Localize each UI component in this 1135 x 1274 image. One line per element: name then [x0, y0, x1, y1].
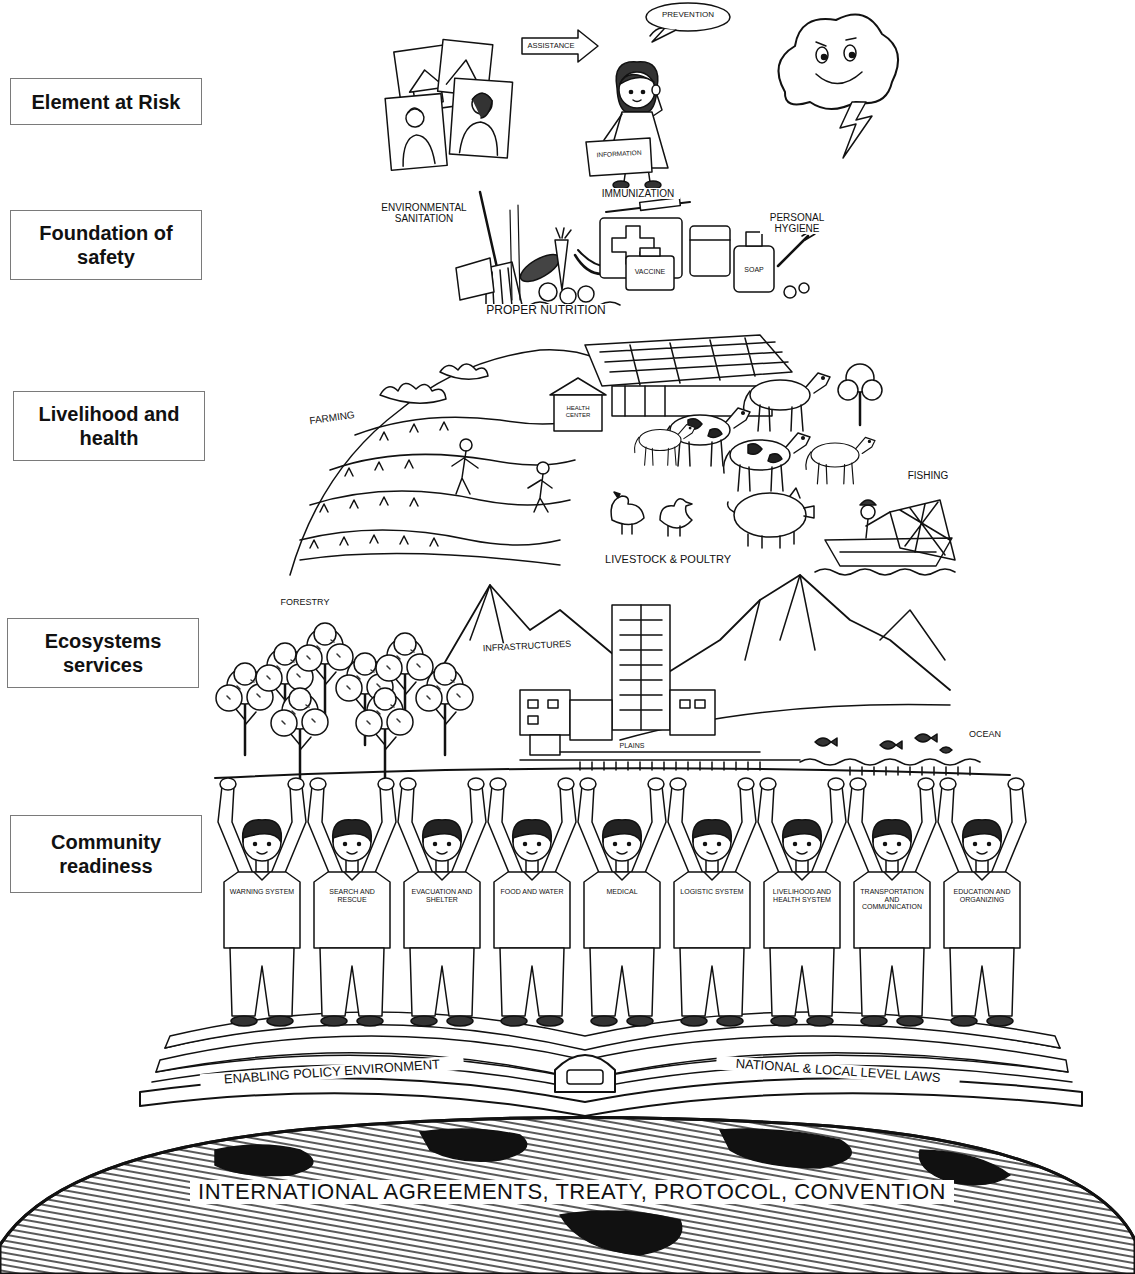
illustration-label: FORESTRY — [272, 598, 338, 608]
level-title: Foundation of safety — [19, 221, 193, 269]
level-box: Foundation of safety — [10, 210, 202, 280]
shirt-label: TRANSPORTATION AND COMMUNICATION — [857, 888, 927, 911]
speech-bubble-text: PREVENTION — [648, 11, 728, 20]
illustration-label: IMMUNIZATION — [596, 188, 680, 199]
shirt-label: EDUCATION AND ORGANIZING — [947, 888, 1017, 903]
illustration-label: PLAINS — [612, 742, 652, 750]
bottle-label: SOAP — [735, 266, 773, 274]
level-title: Livelihood and health — [22, 402, 196, 450]
shirt-label: LIVELIHOOD AND HEALTH SYSTEM — [767, 888, 837, 903]
level-box: Livelihood and health — [13, 391, 205, 461]
shirt-label: FOOD AND WATER — [497, 888, 567, 896]
globe-label: INTERNATIONAL AGREEMENTS, TREATY, PROTOC… — [190, 1180, 954, 1204]
illustration-label: ENVIRONMENTAL SANITATION — [372, 202, 476, 224]
illustration-label: FISHING — [898, 470, 958, 481]
shirt-label: LOGISTIC SYSTEM — [677, 888, 747, 896]
arrow-label: ASSISTANCE — [524, 42, 578, 50]
illustration-label: PROPER NUTRITION — [478, 304, 614, 317]
shirt-label: MEDICAL — [587, 888, 657, 896]
illustration-label: INFRASTRUCTURES — [470, 639, 584, 655]
bottle-label: VACCINE — [628, 268, 672, 276]
illustration-label: LIVESTOCK & POULTRY — [596, 553, 740, 565]
illustration-label: OCEAN — [960, 730, 1010, 740]
level-box: Element at Risk — [10, 78, 202, 125]
illustration-label: FARMING — [300, 408, 365, 428]
level-box: Ecosystems services — [7, 618, 199, 688]
level-title: Ecosystems services — [16, 629, 190, 677]
level-box: Community readiness — [10, 815, 202, 893]
building-label: HEALTH CENTER — [556, 405, 600, 418]
shirt-label: EVACUATION AND SHELTER — [407, 888, 477, 903]
shirt-label: WARNING SYSTEM — [227, 888, 297, 896]
level-title: Community readiness — [19, 830, 193, 878]
level-title: Element at Risk — [32, 90, 181, 114]
shirt-label: SEARCH AND RESCUE — [317, 888, 387, 903]
illustration-label: PERSONAL HYGIENE — [760, 212, 834, 234]
